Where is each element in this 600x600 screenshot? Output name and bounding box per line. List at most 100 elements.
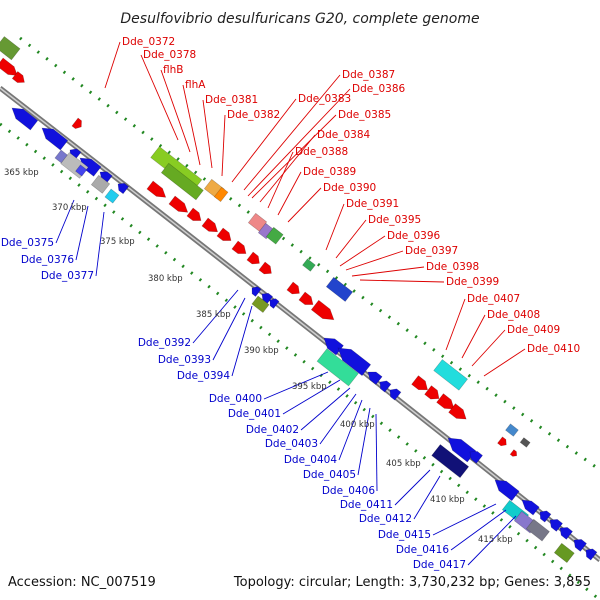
feature-box-16-shape — [519, 437, 531, 448]
feature-box-19 — [525, 518, 550, 542]
feature-box-14-shape — [431, 444, 470, 479]
reverse-gene-12 — [367, 371, 383, 385]
forward-gene-18 — [448, 403, 467, 420]
forward-label-Dde_0383-leader — [231, 98, 297, 183]
forward-label-Dde_0381-leader — [202, 99, 213, 169]
forward-gene-14-shape — [310, 299, 335, 321]
feature-box-3-shape — [160, 162, 204, 201]
forward-gene-17-shape — [436, 393, 455, 410]
reverse-gene-4-shape — [79, 157, 102, 177]
feature-box-20-shape — [553, 542, 575, 563]
reverse-gene-10 — [323, 337, 344, 356]
forward-gene-10 — [246, 251, 260, 265]
feature-box-9 — [302, 258, 316, 272]
feature-box-15-shape — [505, 423, 519, 437]
reverse-label-Dde_0412-leader — [413, 475, 441, 520]
reverse-label-Dde_0377-leader — [95, 211, 105, 277]
tick-label-390-kbp: 390 kbp — [244, 346, 279, 356]
forward-label-Dde_0409-leader — [471, 329, 506, 367]
forward-label-flhA-leader — [182, 84, 201, 166]
forward-gene-4 — [146, 180, 167, 198]
feature-box-13-shape — [433, 359, 468, 391]
forward-gene-2 — [11, 71, 25, 83]
feature-box-9-shape — [302, 258, 316, 272]
reverse-gene-23 — [585, 548, 598, 561]
forward-label-Dde_0378-leader — [140, 54, 179, 141]
feature-box-15 — [505, 423, 519, 437]
reverse-label-Dde_0412: Dde_0412 — [359, 513, 412, 525]
reverse-gene-6-shape — [117, 182, 130, 195]
reverse-gene-13-shape — [379, 380, 392, 393]
forward-label-Dde_0389: Dde_0389 — [303, 166, 356, 178]
forward-label-Dde_0395-leader — [335, 219, 367, 259]
forward-gene-7-shape — [201, 217, 219, 233]
feature-box-14 — [431, 444, 470, 479]
reverse-gene-16-shape — [469, 451, 483, 464]
forward-label-Dde_0408: Dde_0408 — [487, 309, 540, 321]
feature-box-12 — [316, 348, 359, 387]
reverse-label-Dde_0394-leader — [231, 305, 253, 377]
reverse-gene-12-shape — [367, 371, 383, 385]
forward-label-Dde_0391: Dde_0391 — [346, 198, 399, 210]
genome-summary-text: Topology: circular; Length: 3,730,232 bp… — [233, 575, 591, 590]
feature-box-13 — [433, 359, 468, 391]
feature-box-11-shape — [251, 295, 270, 313]
forward-label-flhB-leader — [160, 69, 191, 153]
forward-label-Dde_0372: Dde_0372 — [122, 36, 175, 48]
reverse-label-Dde_0403: Dde_0403 — [265, 438, 318, 450]
forward-label-Dde_0398: Dde_0398 — [426, 261, 479, 273]
forward-label-Dde_0408-leader — [461, 314, 486, 359]
feature-box-5-shape — [213, 186, 229, 203]
tick-label-370-kbp: 370 kbp — [52, 203, 87, 213]
forward-gene-14 — [310, 299, 335, 321]
forward-gene-16 — [424, 385, 440, 400]
feature-box-1-shape — [0, 36, 21, 61]
forward-label-Dde_0390-leader — [287, 187, 322, 223]
forward-label-Dde_0387: Dde_0387 — [342, 69, 395, 81]
reverse-label-Dde_0376-leader — [75, 205, 89, 261]
reverse-label-Dde_0402: Dde_0402 — [246, 424, 299, 436]
reverse-label-Dde_0402-leader — [300, 387, 351, 431]
gene-labels: Dde_0372Dde_0378flhBflhADde_0381Dde_0382… — [1, 36, 580, 571]
tick-label-380-kbp: 380 kbp — [148, 274, 183, 284]
forward-label-Dde_0399-leader — [359, 279, 445, 283]
forward-gene-11 — [258, 261, 272, 275]
reverse-label-Dde_0393-leader — [212, 297, 246, 361]
forward-gene-6-shape — [186, 207, 202, 221]
reverse-gene-21-shape — [559, 527, 573, 540]
forward-label-Dde_0384: Dde_0384 — [317, 129, 371, 141]
forward-gene-1 — [0, 57, 18, 76]
tick-label-400-kbp: 400 kbp — [340, 420, 375, 430]
forward-label-flhA: flhA — [185, 79, 206, 91]
forward-label-Dde_0382: Dde_0382 — [227, 109, 280, 121]
reverse-label-Dde_0392: Dde_0392 — [138, 337, 191, 349]
reverse-label-Dde_0403-leader — [319, 393, 357, 445]
forward-gene-5-shape — [168, 195, 189, 213]
reverse-gene-20 — [549, 519, 563, 532]
reverse-label-Dde_0375: Dde_0375 — [1, 237, 54, 249]
forward-label-Dde_0399: Dde_0399 — [446, 276, 499, 288]
reverse-gene-22 — [573, 539, 587, 552]
forward-label-Dde_0384-leader — [259, 134, 316, 203]
forward-gene-13-shape — [298, 291, 314, 305]
reverse-label-Dde_0392-leader — [192, 289, 239, 344]
reverse-gene-20-shape — [549, 519, 563, 532]
feature-box-23 — [104, 188, 120, 204]
feature-box-19-shape — [525, 518, 550, 542]
feature-box-11 — [251, 295, 270, 313]
feature-box-16 — [519, 437, 531, 448]
forward-gene-15 — [411, 375, 428, 391]
forward-gene-19-shape — [497, 436, 507, 447]
forward-gene-9 — [231, 240, 247, 254]
reverse-label-Dde_0393: Dde_0393 — [158, 354, 211, 366]
forward-gene-7 — [201, 217, 219, 233]
tick-label-365-kbp: 365 kbp — [4, 168, 39, 178]
tick-label-375-kbp: 375 kbp — [100, 237, 135, 247]
reverse-label-Dde_0416: Dde_0416 — [396, 544, 450, 556]
forward-gene-10-shape — [246, 251, 260, 265]
reverse-gene-22-shape — [573, 539, 587, 552]
forward-gene-3-shape — [71, 117, 82, 129]
forward-label-Dde_0396: Dde_0396 — [387, 230, 441, 242]
